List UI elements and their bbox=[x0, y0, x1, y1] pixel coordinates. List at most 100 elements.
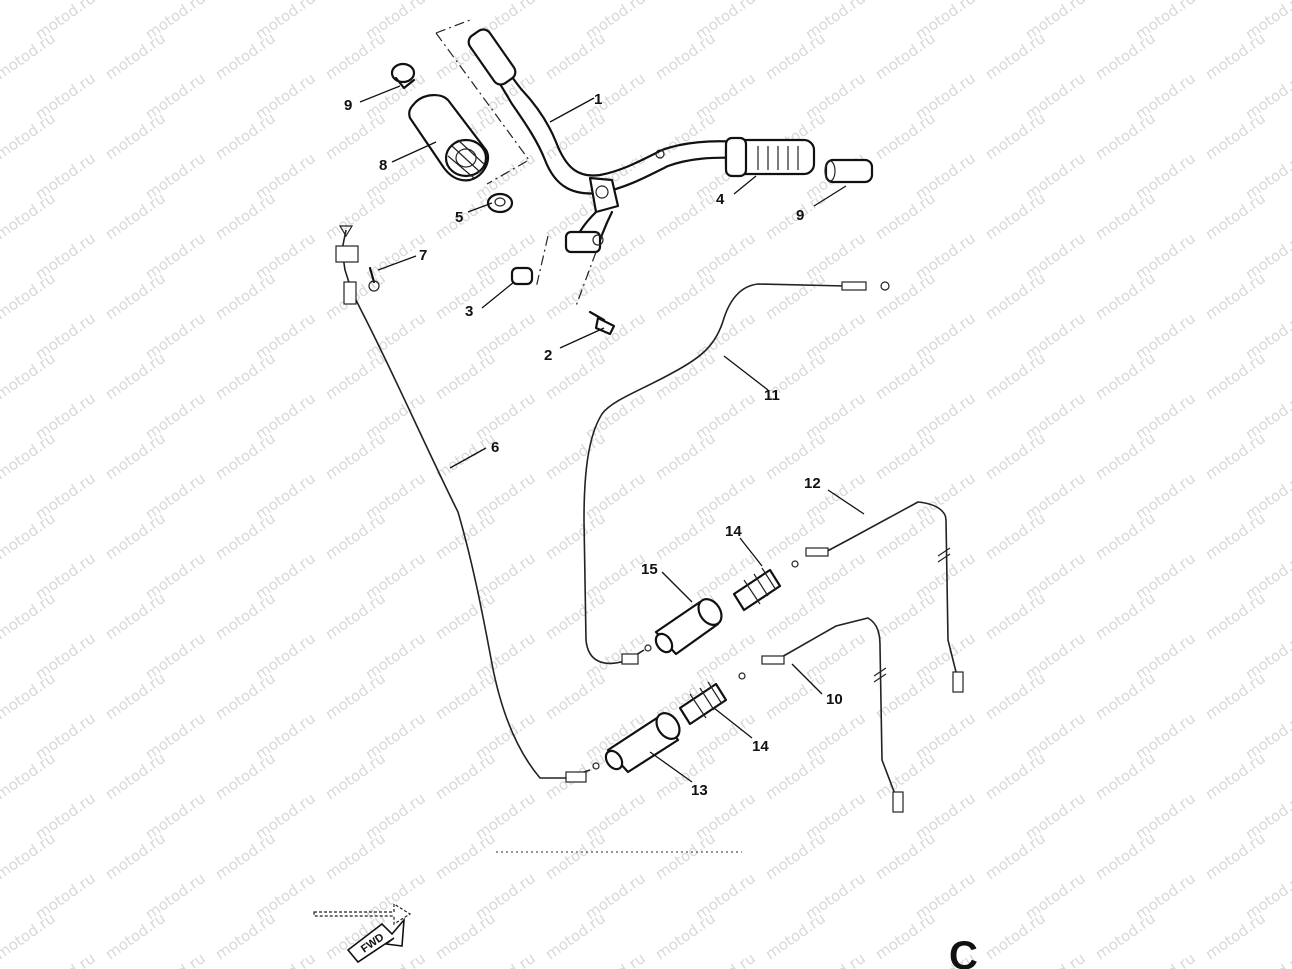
watermark-text: motod.ru bbox=[212, 909, 279, 963]
watermark-text: motod.ru bbox=[432, 349, 499, 403]
cable-12 bbox=[791, 501, 964, 693]
watermark-text: motod.ru bbox=[212, 29, 279, 83]
watermark-text: motod.ru bbox=[982, 269, 1049, 323]
right-grip-end-cap bbox=[824, 158, 874, 184]
watermark-text: motod.ru bbox=[432, 749, 499, 803]
watermark-text: motod.ru bbox=[982, 909, 1049, 963]
watermark-text: motod.ru bbox=[1202, 669, 1269, 723]
watermark-text: motod.ru bbox=[652, 189, 719, 243]
watermark-text: motod.ru bbox=[102, 429, 169, 483]
cable-10 bbox=[738, 617, 904, 813]
left-grip bbox=[408, 94, 490, 182]
callout-12: 12 bbox=[804, 475, 821, 492]
watermark-text: motod.ru bbox=[582, 949, 649, 969]
watermark-text: motod.ru bbox=[652, 349, 719, 403]
watermark-text: motod.ru bbox=[1202, 109, 1269, 163]
watermark-text: motod.ru bbox=[212, 749, 279, 803]
watermark-text: motod.ru bbox=[872, 269, 939, 323]
screw-7 bbox=[368, 266, 380, 292]
watermark-text: motod.ru bbox=[1202, 829, 1269, 883]
callout-11: 11 bbox=[764, 387, 780, 404]
callouts: 1 2 3 4 5 6 7 8 9 9 10 11 12 13 14 14 15 bbox=[344, 91, 843, 799]
watermark-text: motod.ru bbox=[212, 269, 279, 323]
watermark-text: motod.ru bbox=[212, 0, 279, 3]
watermark-text: motod.ru bbox=[542, 589, 609, 643]
watermark-text: motod.ru bbox=[762, 749, 829, 803]
watermark-text: motod.ru bbox=[1202, 749, 1269, 803]
watermark-text: motod.ru bbox=[1092, 0, 1159, 3]
watermark-text: motod.ru bbox=[322, 189, 389, 243]
left-grip-end-cap bbox=[390, 62, 416, 90]
watermark-text: motod.ru bbox=[432, 589, 499, 643]
watermark-text: motod.ru bbox=[102, 749, 169, 803]
watermark-text: motod.ru bbox=[0, 0, 59, 3]
watermark-text: motod.ru bbox=[322, 749, 389, 803]
watermark-text: motod.ru bbox=[102, 589, 169, 643]
watermark-text: motod.ru bbox=[102, 29, 169, 83]
watermark-text: motod.ru bbox=[322, 589, 389, 643]
watermark-text: motod.ru bbox=[872, 109, 939, 163]
watermark-text: motod.ru bbox=[212, 109, 279, 163]
clip-14-lower bbox=[678, 681, 728, 726]
watermark-text: motod.ru bbox=[0, 109, 59, 163]
watermark-text: motod.ru bbox=[0, 669, 59, 723]
watermark-text: motod.ru bbox=[1202, 589, 1269, 643]
watermark-text: motod.ru bbox=[1092, 189, 1159, 243]
watermark-text: motod.ru bbox=[762, 829, 829, 883]
watermark-text: motod.ru bbox=[212, 669, 279, 723]
watermark-text: motod.ru bbox=[102, 269, 169, 323]
callout-2: 2 bbox=[544, 347, 552, 364]
watermark-text: motod.ru bbox=[1092, 269, 1159, 323]
cable-joint-15 bbox=[654, 598, 723, 656]
watermark-text: motod.ru bbox=[542, 109, 609, 163]
watermark-text: motod.ru bbox=[1092, 749, 1159, 803]
watermark-text: motod.ru bbox=[0, 349, 59, 403]
watermark-text: motod.ru bbox=[1092, 909, 1159, 963]
watermark-text: motod.ru bbox=[212, 349, 279, 403]
watermark-text: motod.ru bbox=[1202, 189, 1269, 243]
watermark-text: motod.ru bbox=[982, 669, 1049, 723]
watermark-text: motod.ru bbox=[0, 589, 59, 643]
watermark-text: motod.ru bbox=[0, 509, 59, 563]
callout-14-upper: 14 bbox=[725, 523, 742, 540]
watermark-text: motod.ru bbox=[872, 909, 939, 963]
watermark-text: motod.ru bbox=[872, 349, 939, 403]
callout-14-lower: 14 bbox=[752, 738, 769, 755]
watermark-text: motod.ru bbox=[142, 949, 209, 969]
watermark-text: motod.ru bbox=[102, 509, 169, 563]
watermark-text: motod.ru bbox=[1092, 109, 1159, 163]
watermark-text: motod.ru bbox=[472, 949, 539, 969]
watermark-text: motod.ru bbox=[802, 949, 869, 969]
watermark-text: motod.ru bbox=[982, 189, 1049, 243]
watermark-text: motod.ru bbox=[102, 109, 169, 163]
callout-1: 1 bbox=[594, 91, 602, 108]
watermark-text: motod.ru bbox=[1202, 429, 1269, 483]
watermark-text: motod.ru bbox=[982, 509, 1049, 563]
watermark-text: motod.ru bbox=[762, 0, 829, 3]
watermark-text: motod.ru bbox=[1202, 509, 1269, 563]
watermark-text: motod.ru bbox=[0, 269, 59, 323]
watermark-text: motod.ru bbox=[872, 29, 939, 83]
watermark-text: motod.ru bbox=[652, 269, 719, 323]
watermark-text: motod.ru bbox=[1202, 349, 1269, 403]
watermark-text: motod.ru bbox=[652, 909, 719, 963]
watermark-text: motod.ru bbox=[32, 949, 99, 969]
watermark-text: motod.ru bbox=[322, 349, 389, 403]
watermark-text: motod.ru bbox=[1022, 949, 1089, 969]
callout-4: 4 bbox=[716, 191, 725, 208]
watermark-text: motod.ru bbox=[542, 669, 609, 723]
watermark-text: motod.ru bbox=[322, 109, 389, 163]
watermark-text: motod.ru bbox=[542, 29, 609, 83]
grommet-5 bbox=[486, 192, 514, 214]
watermark-text: motod.ru bbox=[322, 829, 389, 883]
watermark-text: motod.ru bbox=[652, 749, 719, 803]
watermark-text: motod.ru bbox=[982, 749, 1049, 803]
watermark-text: motod.ru bbox=[252, 949, 319, 969]
handlebar bbox=[467, 28, 740, 254]
watermark-text: motod.ru bbox=[1092, 829, 1159, 883]
watermark-text: motod.ru bbox=[1202, 29, 1269, 83]
watermark-text: motod.ru bbox=[1242, 949, 1292, 969]
watermark-text: motod.ru bbox=[872, 589, 939, 643]
callout-9-left: 9 bbox=[344, 97, 352, 114]
leader-lines bbox=[359, 85, 865, 783]
